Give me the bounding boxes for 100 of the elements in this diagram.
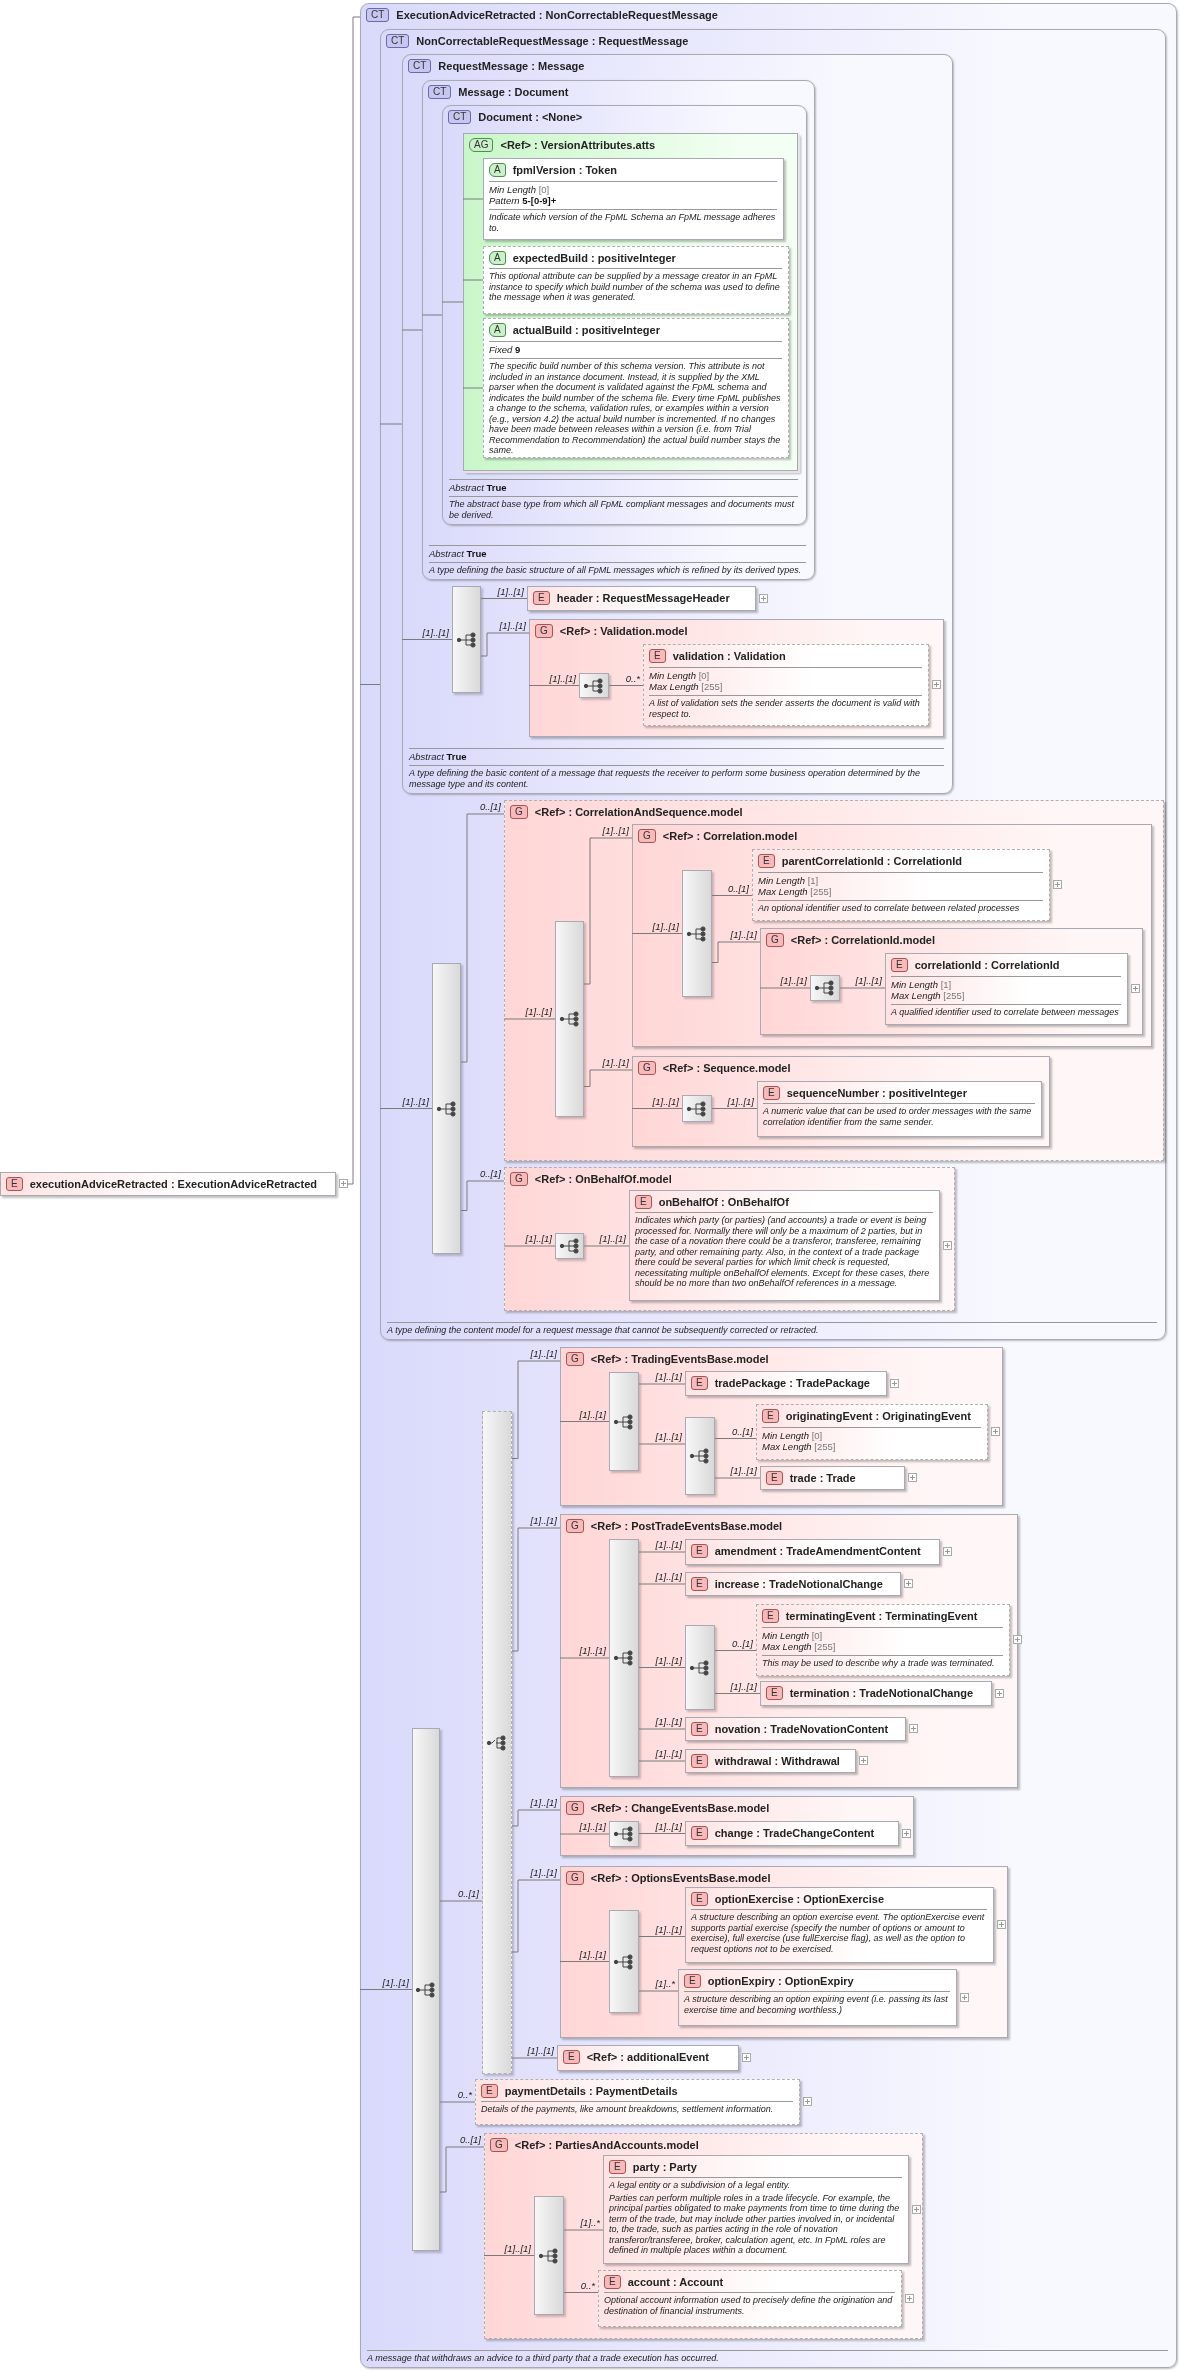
description-text: This may be used to describe why a trade was terminated.	[762, 1657, 996, 1669]
description-text: Parties can perform multiple roles in a trade lifecycle. For example, the principal parties obligated to make payments from time to time during the term of the trade, but may include other parties involved in, or incidental to, the trade, such as parties acting in the role of novation transferor/transferee, broker, calculation agent, etc. In FpML roles are defined in multiple places within a document.	[609, 2191, 901, 2256]
kind-badge: E	[691, 1892, 708, 1906]
multiplicity-label: [1]..[1]	[530, 1867, 557, 1879]
multiplicity-label: [1]..[1]	[525, 1006, 552, 1018]
element-box	[757, 1081, 1042, 1137]
facet-row-text: Min Length [0]	[762, 1430, 824, 1441]
multiplicity-label: [1]..[1]	[382, 1976, 409, 1989]
kind-badge: E	[635, 1195, 652, 1209]
connector-line	[638, 1833, 686, 1834]
connector-line	[528, 685, 580, 686]
connector-line	[460, 1180, 505, 1211]
kind-badge: E	[684, 1974, 701, 1988]
sequence-compositor	[609, 1910, 639, 2013]
multiplicity-label: [1]..*	[580, 2217, 600, 2229]
element-title: party : Party	[632, 2160, 697, 2174]
facet-row-text: Pattern 5-[0-9]+	[489, 195, 558, 206]
connector-line	[638, 1667, 686, 1668]
description-text: Indicates which party (or parties) (and accounts) a trade or event is being processed for. Normally there will only be a maximum of 2 parties, but in the case of a novation there could be a transferor, transferee, remaining party, and other remaining party. Also, in the context of a trade package there could be several parties for which limit check is requested, necessitating multiple onBehalfOf elements. Except for these cases, there should be no more than two onBehalfOf references in a message.	[635, 1214, 931, 1289]
multiplicity-label: [1]..[1]	[655, 1431, 682, 1443]
group-box	[560, 1866, 1008, 2038]
connector-line	[462, 198, 484, 200]
element-title: parentCorrelationId : CorrelationId	[781, 854, 962, 868]
element-title: paymentDetails : PaymentDetails	[504, 2084, 678, 2098]
connector-line	[346, 16, 361, 1185]
connector-line	[583, 1245, 630, 1247]
sequence-compositor	[555, 1233, 584, 1259]
facet-row-text: Min Length [0]	[649, 670, 711, 681]
multiplicity-label: [1]..[1]	[655, 1371, 682, 1383]
group-box	[760, 928, 1143, 1035]
multiplicity-label: [1]..[1]	[530, 1515, 557, 1527]
kind-badge: E	[604, 2275, 621, 2289]
multiplicity-label: [1]..[1]	[655, 1571, 682, 1583]
connector-line	[608, 685, 644, 686]
sequence-compositor	[609, 1539, 639, 1777]
multiplicity-label: [1]..[1]	[525, 1233, 552, 1245]
kind-badge: A	[489, 163, 506, 177]
connector-line	[559, 1961, 610, 1962]
multiplicity-label: [1]..[1]	[579, 1408, 606, 1421]
element-title: amendment : TradeAmendmentContent	[714, 1544, 921, 1558]
connector-line	[483, 2255, 535, 2256]
connector-line	[563, 2229, 604, 2231]
facet-row-text: Max Length [255]	[762, 1441, 837, 1452]
element-title: <Ref> : CorrelationAndSequence.model	[534, 805, 743, 819]
element-title: onBehalfOf : OnBehalfOf	[658, 1195, 789, 1209]
kind-badge: CT	[428, 85, 452, 99]
group-box	[632, 1056, 1050, 1147]
kind-badge: E	[766, 1471, 783, 1485]
multiplicity-label: 0..[1]	[479, 1168, 501, 1180]
complex-type-box	[380, 29, 1166, 1340]
kind-badge: E	[762, 1609, 779, 1623]
kind-badge: E	[891, 958, 908, 972]
kind-badge: A	[489, 323, 506, 337]
multiplicity-label: [1]..[1]	[655, 1716, 682, 1728]
group-box	[560, 1347, 1003, 1506]
multiplicity-label: [1]..[1]	[855, 975, 882, 987]
group-box	[529, 619, 944, 737]
element-title: withdrawal : Withdrawal	[714, 1754, 840, 1768]
element-title: <Ref> : TradingEventsBase.model	[590, 1352, 769, 1366]
description-text: A qualified identifier used to correlate between messages	[891, 1006, 1120, 1018]
multiplicity-label: 0..*	[625, 672, 640, 685]
connector-line	[714, 1693, 761, 1694]
connector-line	[711, 941, 761, 963]
connector-line	[559, 1833, 610, 1835]
multiplicity-label: [1]..[1]	[655, 1539, 682, 1551]
kind-badge: E	[481, 2084, 498, 2098]
description-text: A message that withdraws an advice to a third party that a trade execution has occurred.	[367, 2351, 720, 2363]
multiplicity-label: [1]..[1]	[727, 1095, 754, 1108]
multiplicity-label: [1]..[1]	[599, 1233, 626, 1245]
kind-badge: E	[762, 1409, 779, 1423]
element-title: <Ref> : Sequence.model	[662, 1061, 791, 1075]
connector-line	[462, 387, 484, 389]
multiplicity-label: [1]..[1]	[602, 1057, 629, 1069]
element-title: NonCorrectableRequestMessage : RequestMessage	[416, 34, 689, 48]
facet-row-text: Max Length [255]	[758, 886, 833, 897]
connector-line	[563, 2292, 599, 2293]
element-title: novation : TradeNovationContent	[714, 1722, 889, 1736]
element-title: fpmlVersion : Token	[512, 163, 617, 177]
element-title: change : TradeChangeContent	[714, 1826, 875, 1840]
element-title: correlationId : CorrelationId	[914, 958, 1060, 972]
multiplicity-label: [1]..[1]	[730, 1465, 757, 1477]
facet-row-text: Max Length [255]	[649, 681, 724, 692]
kind-badge: G	[566, 1519, 584, 1533]
connector-line	[359, 684, 381, 685]
sequence-compositor	[452, 586, 481, 693]
connector-line	[631, 933, 683, 934]
facet-row-text: Abstract True	[429, 547, 488, 559]
connector-line	[379, 423, 403, 425]
facet-row-text: Abstract True	[409, 751, 468, 762]
multiplicity-label: [1]..[1]	[655, 1654, 682, 1667]
facet-row-text: Abstract True	[449, 482, 508, 493]
multiplicity-label: [1]..[1]	[602, 825, 629, 837]
connector-line	[638, 1760, 686, 1762]
kind-badge: G	[566, 1801, 584, 1815]
element-title: ExecutionAdviceRetracted : NonCorrectableRequestMessage	[396, 8, 718, 22]
multiplicity-label: [1]..[1]	[402, 1095, 429, 1108]
multiplicity-label: [1]..[1]	[652, 920, 679, 933]
description-text: A list of validation sets the sender asserts the document is valid with respect to.	[649, 697, 921, 719]
description-text: A legal entity or a subdivision of a legal entity.	[609, 2179, 792, 2191]
kind-badge: A	[489, 251, 506, 265]
